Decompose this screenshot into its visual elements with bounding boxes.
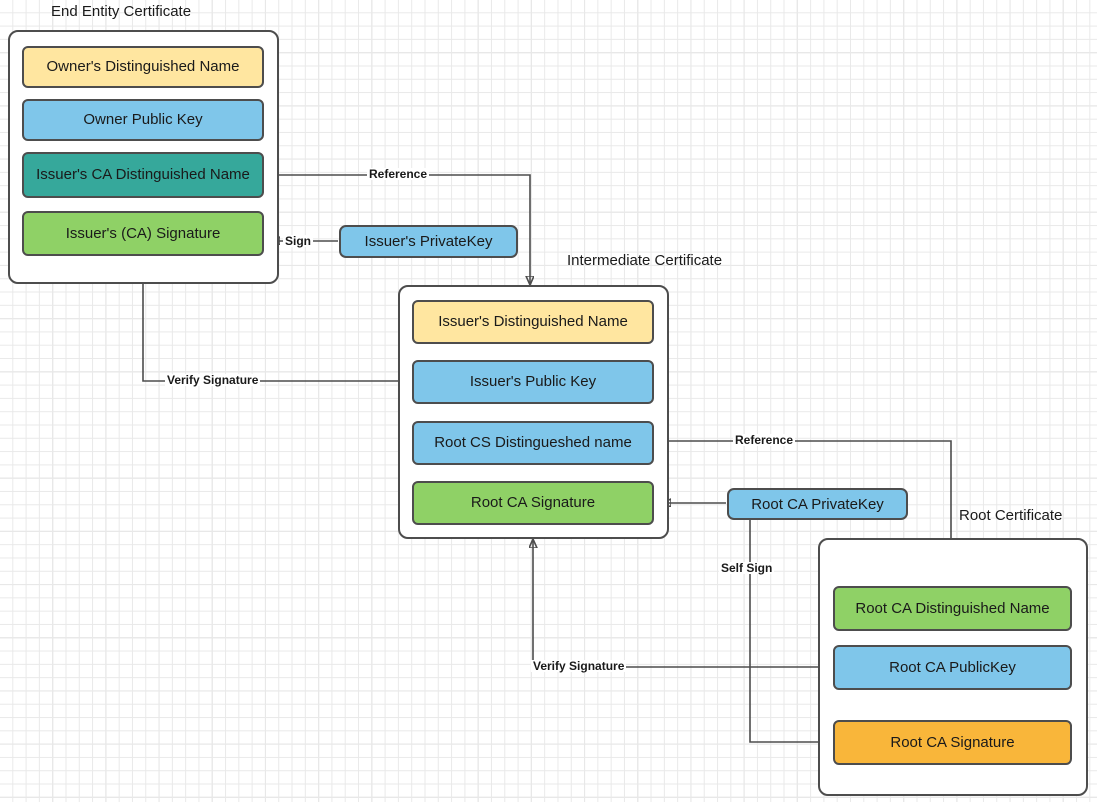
edge-label-sign-ee: Sign xyxy=(283,234,313,248)
edge-self-sign xyxy=(749,520,826,742)
row-root-ca-signature[interactable]: Root CA Signature xyxy=(833,720,1072,765)
edge-label-verify-signature-intermediate: Verify Signature xyxy=(531,659,627,673)
edge-label-reference-intermediate-root: Reference xyxy=(733,433,796,447)
edge-verify-signature-intermediate xyxy=(533,540,833,668)
edge-label-reference-ee-intermediate: Reference xyxy=(367,167,430,181)
row-issuers-ca-distinguished-name[interactable]: Issuer's CA Distinguished Name xyxy=(22,152,264,198)
row-owners-distinguished-name[interactable]: Owner's Distinguished Name xyxy=(22,46,264,88)
row-issuers-ca-signature[interactable]: Issuer's (CA) Signature xyxy=(22,211,264,256)
row-intermediate-root-ca-signature[interactable]: Root CA Signature xyxy=(412,481,654,525)
title-intermediate-certificate: Intermediate Certificate xyxy=(567,252,723,269)
edge-label-verify-signature-ee: Verify Signature xyxy=(165,373,261,387)
key-root-ca-privatekey[interactable]: Root CA PrivateKey xyxy=(727,488,908,520)
row-owner-public-key[interactable]: Owner Public Key xyxy=(22,99,264,141)
row-issuers-public-key[interactable]: Issuer's Public Key xyxy=(412,360,654,404)
row-root-cs-distingueshed-name[interactable]: Root CS Distingueshed name xyxy=(412,421,654,465)
row-root-ca-publickey[interactable]: Root CA PublicKey xyxy=(833,645,1072,690)
title-root-certificate: Root Certificate xyxy=(959,507,1063,524)
row-issuers-distinguished-name[interactable]: Issuer's Distinguished Name xyxy=(412,300,654,344)
title-end-entity-certificate: End Entity Certificate xyxy=(51,3,192,20)
edge-label-self-sign: Self Sign xyxy=(719,561,775,575)
row-root-ca-distinguished-name[interactable]: Root CA Distinguished Name xyxy=(833,586,1072,631)
key-issuers-privatekey[interactable]: Issuer's PrivateKey xyxy=(339,225,518,258)
